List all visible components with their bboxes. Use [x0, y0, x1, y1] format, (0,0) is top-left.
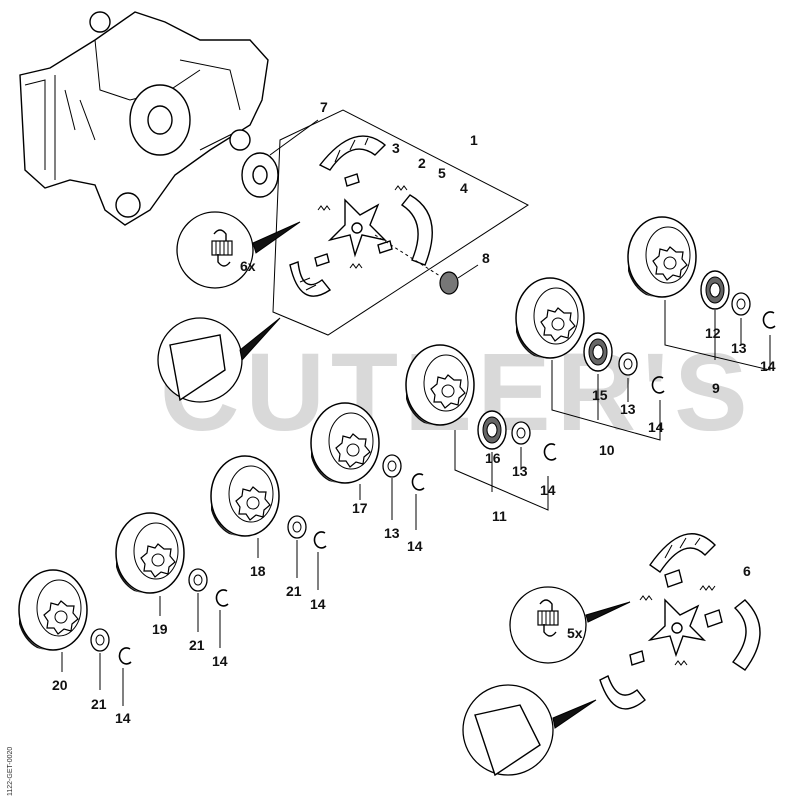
- leader-lines-10: [551, 360, 661, 441]
- callout-6: 6: [743, 563, 751, 579]
- callout-14-b: 14: [648, 419, 664, 435]
- callout-19: 19: [152, 621, 168, 637]
- washer-21-a: [287, 515, 307, 539]
- callout-18: 18: [250, 563, 266, 579]
- leader-lines-17: [359, 478, 417, 530]
- e-clip-14-g: [118, 647, 132, 665]
- callout-16: 16: [485, 450, 501, 466]
- callout-5: 5: [438, 165, 446, 181]
- e-clip-14-e: [313, 531, 327, 549]
- spring-detail-6x: [176, 211, 301, 289]
- spring-detail-5x: [509, 586, 631, 664]
- callout-4: 4: [460, 180, 468, 196]
- callout-12: 12: [705, 325, 721, 341]
- shoe-detail-circle-top: [157, 317, 281, 403]
- needle-bearing-8: [374, 234, 479, 295]
- washer-13-d: [382, 454, 402, 478]
- clutch-drum-19: [115, 512, 185, 594]
- clutch-drum-20: [18, 569, 88, 651]
- clutch-drum-17: [310, 402, 380, 484]
- callout-21-a: 21: [286, 583, 302, 599]
- clutch-shoe-4: [400, 194, 433, 266]
- callout-14-e: 14: [310, 596, 326, 612]
- quantity-badge-6x: 6x: [240, 258, 256, 274]
- leader-lines-20: [61, 652, 124, 706]
- callout-11: 11: [492, 508, 507, 524]
- callout-3: 3: [392, 140, 400, 156]
- washer-part-7: [241, 119, 319, 198]
- rim-sprocket-16: [477, 410, 507, 450]
- washer-21-b: [188, 568, 208, 592]
- shoe-detail-circle-bottom: [462, 684, 597, 777]
- clutch-carrier-2: [327, 198, 388, 258]
- quantity-badge-5x: 5x: [567, 625, 583, 641]
- washer-13-c: [511, 421, 531, 445]
- washer-13-b: [618, 352, 638, 376]
- callout-14-d: 14: [407, 538, 423, 554]
- clutch-assembly-frame: [272, 109, 529, 336]
- reference-code: 1122-GET-0020: [7, 747, 14, 796]
- clutch-drum-11: [405, 344, 475, 426]
- washer-21-c: [90, 628, 110, 652]
- callout-17: 17: [352, 500, 368, 516]
- leader-lines-18: [257, 538, 319, 590]
- crankcase-illustration: [19, 11, 269, 226]
- callout-13-a: 13: [731, 340, 747, 356]
- e-clip-14-f: [215, 589, 229, 607]
- callout-8: 8: [482, 250, 490, 266]
- callout-14-f: 14: [212, 653, 228, 669]
- callout-13-c: 13: [512, 463, 528, 479]
- e-clip-14-d: [411, 473, 425, 491]
- washer-13-a: [731, 292, 751, 316]
- callout-20: 20: [52, 677, 68, 693]
- callout-10: 10: [599, 442, 615, 458]
- callout-labels: 1 2 3 4 5 6 7 8 9 10 11 12 13 14 15 13 1…: [52, 99, 776, 726]
- callout-15: 15: [592, 387, 608, 403]
- clutch-shoe-top: [318, 135, 387, 171]
- rim-sprocket-15: [583, 332, 613, 372]
- clutch-drum-9: [627, 216, 697, 298]
- callout-9: 9: [712, 380, 720, 396]
- callout-1: 1: [470, 132, 478, 148]
- e-clip-14-a: [762, 311, 776, 329]
- clutch-assembly-6: [599, 533, 761, 710]
- callout-14-c: 14: [540, 482, 556, 498]
- callout-13-d: 13: [384, 525, 400, 541]
- callout-21-c: 21: [91, 696, 107, 712]
- clutch-drum-10: [515, 277, 585, 359]
- callout-14-a: 14: [760, 358, 776, 374]
- callout-13-b: 13: [620, 401, 636, 417]
- callout-7: 7: [320, 99, 328, 115]
- clutch-drum-18: [210, 455, 280, 537]
- callout-21-b: 21: [189, 637, 205, 653]
- callout-14-g: 14: [115, 710, 131, 726]
- rim-sprocket-12: [700, 270, 730, 310]
- leader-lines-11: [454, 430, 549, 511]
- leader-lines-9: [664, 300, 771, 371]
- clutch-shoe-bottom: [289, 261, 332, 297]
- callout-2: 2: [418, 155, 426, 171]
- leader-lines-19: [159, 593, 221, 648]
